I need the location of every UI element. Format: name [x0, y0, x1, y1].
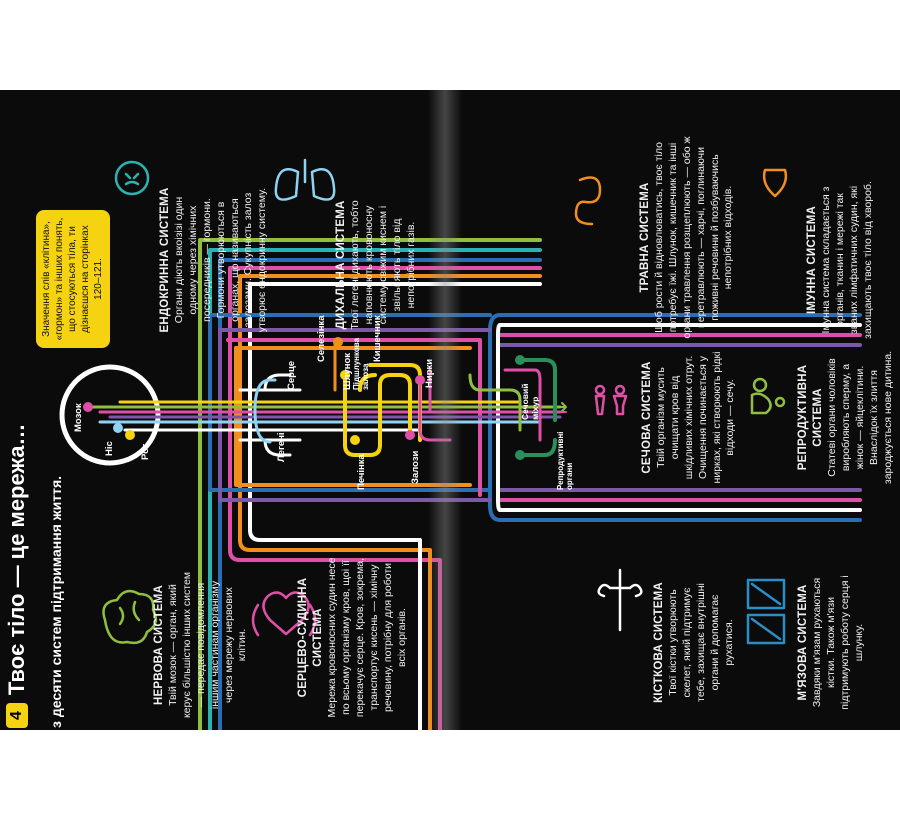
respiratory-system-text: Твої легені дихають, тобто наповнюють кр…: [349, 200, 417, 330]
brain-station: [83, 402, 93, 412]
label-bladder: Сечовий міхур: [520, 383, 540, 420]
label-nose: Ніс: [104, 441, 115, 456]
label-brain: Мозок: [73, 403, 84, 432]
stomach-station: [340, 370, 350, 380]
nervous-system-text: Твій мозок — орган, який керує більшістю…: [167, 571, 249, 719]
page-title: 4 Твоє тіло — це мережа…: [4, 423, 30, 728]
glossary-note: Значення слів «клітина», «гормон» та інш…: [36, 210, 110, 348]
system-line-pink: [228, 266, 542, 552]
label-mouth: Рот: [140, 443, 151, 460]
reproductive-system-title: РЕПРОДУКТИВНА СИСТЕМА: [797, 364, 825, 471]
label-liver: Печінка: [356, 454, 367, 490]
toilet-people-icon: [594, 384, 628, 416]
label-glands: Залози: [410, 450, 421, 484]
head-circle: [59, 364, 161, 466]
muscular-system-title: М'ЯЗОВА СИСТЕМА: [797, 584, 809, 701]
page-number: 4: [6, 703, 28, 728]
endocrine-system-title: ЕНДОКРИННА СИСТЕМА: [159, 187, 171, 333]
cardio-system-block: СЕРЦЕВО-СУДИННА СИСТЕМА Мережа кровоносн…: [296, 555, 410, 720]
parents-icon: [750, 377, 786, 415]
urinary-system-title: СЕЧОВА СИСТЕМА: [641, 361, 653, 474]
system-line-green: [198, 238, 542, 582]
book-page: 4 Твоє тіло — це мережа… з десяти систем …: [0, 90, 900, 730]
digestive-system-title: ТРАВНА СИСТЕМА: [639, 182, 651, 293]
label-reproductive: Репродуктивні органи: [556, 431, 574, 490]
stomach-icon: [574, 176, 602, 226]
lungs-icon: [274, 158, 336, 201]
nervous-system-title: НЕРВОВА СИСТЕМА: [153, 585, 165, 706]
label-lungs: Легені: [276, 432, 287, 462]
muscular-system-block: М'ЯЗОВА СИСТЕМА Завдяки м'язам рухаються…: [796, 575, 867, 710]
immune-system-text: Імунна система складається з органів, тк…: [820, 181, 874, 339]
label-spleen: Селезінка: [316, 315, 327, 362]
heart-icon: [251, 591, 317, 637]
spleen-station: [333, 337, 343, 347]
repro-station: [515, 450, 525, 460]
cardio-system-title: СЕРЦЕВО-СУДИННА СИСТЕМА: [297, 577, 325, 698]
label-heart: Серце: [286, 360, 297, 390]
body-network-diagram: [59, 158, 862, 730]
cardio-system-text: Мережа кровоносних судин несе по всьому …: [326, 557, 408, 718]
liver-station: [350, 435, 360, 445]
mouth-station: [125, 430, 135, 440]
glands-station: [405, 430, 415, 440]
system-line-orange: [238, 274, 542, 542]
respiratory-system-block: ДИХАЛЬНА СИСТЕМА Твої легені дихають, то…: [334, 190, 418, 340]
shield-icon: [762, 168, 788, 198]
page-fold: [428, 90, 462, 730]
skeletal-system-text: Твої кістки утворюють скелет, який підтр…: [667, 583, 735, 702]
title-text: Твоє тіло — це мережа…: [4, 423, 29, 696]
system-line-white: [248, 282, 542, 532]
bone-icon: [597, 568, 643, 632]
urinary-system-block: СЕЧОВА СИСТЕМА Твій організм мусить очищ…: [640, 350, 738, 485]
brain-icon: [102, 589, 158, 645]
skeletal-system-title: КІСТКОВА СИСТЕМА: [653, 582, 665, 703]
endocrine-system-block: ЕНДОКРИННА СИСТЕМА Органи діють вкоізізі…: [158, 180, 270, 340]
immune-system-title: ІМУННА СИСТЕМА: [806, 206, 818, 315]
label-kidneys: Нирки: [424, 358, 435, 388]
respiratory-system-title: ДИХАЛЬНА СИСТЕМА: [335, 200, 347, 330]
endocrine-system-text: Органи діють вкоізізі один одному через …: [173, 187, 269, 333]
reproductive-system-text: Статеві органи чоловіків виробляють спер…: [826, 350, 894, 485]
page-subtitle: з десяти систем підтримання життя.: [48, 475, 64, 728]
endocrine-face-icon: [114, 160, 150, 196]
immune-system-block: ІМУННА СИСТЕМА Імунна система складаєтьс…: [805, 180, 876, 340]
digestive-system-block: ТРАВНА СИСТЕМА Щоб рости й відновлюватис…: [638, 135, 736, 340]
glossary-note-text: Значення слів «клітина», «гормон» та інш…: [41, 217, 104, 341]
bladder-station: [515, 355, 525, 365]
nervous-system-block: НЕРВОВА СИСТЕМА Твій мозок — орган, який…: [152, 570, 250, 720]
reproductive-system-block: РЕПРОДУКТИВНА СИСТЕМА Статеві органи чол…: [796, 350, 896, 485]
digestive-system-text: Щоб рости й відновлюватись, твоє тіло по…: [653, 136, 735, 339]
nose-station: [113, 423, 123, 433]
muscle-icon: [746, 578, 786, 645]
muscular-system-text: Завдяки м'язам рухаються кістки. Також м…: [811, 575, 865, 710]
kidneys-station: [415, 375, 425, 385]
skeletal-system-block: КІСТКОВА СИСТЕМА Твої кістки утворюють с…: [652, 575, 736, 710]
urinary-system-text: Твій організм мусить очищати кров від шк…: [655, 351, 737, 484]
